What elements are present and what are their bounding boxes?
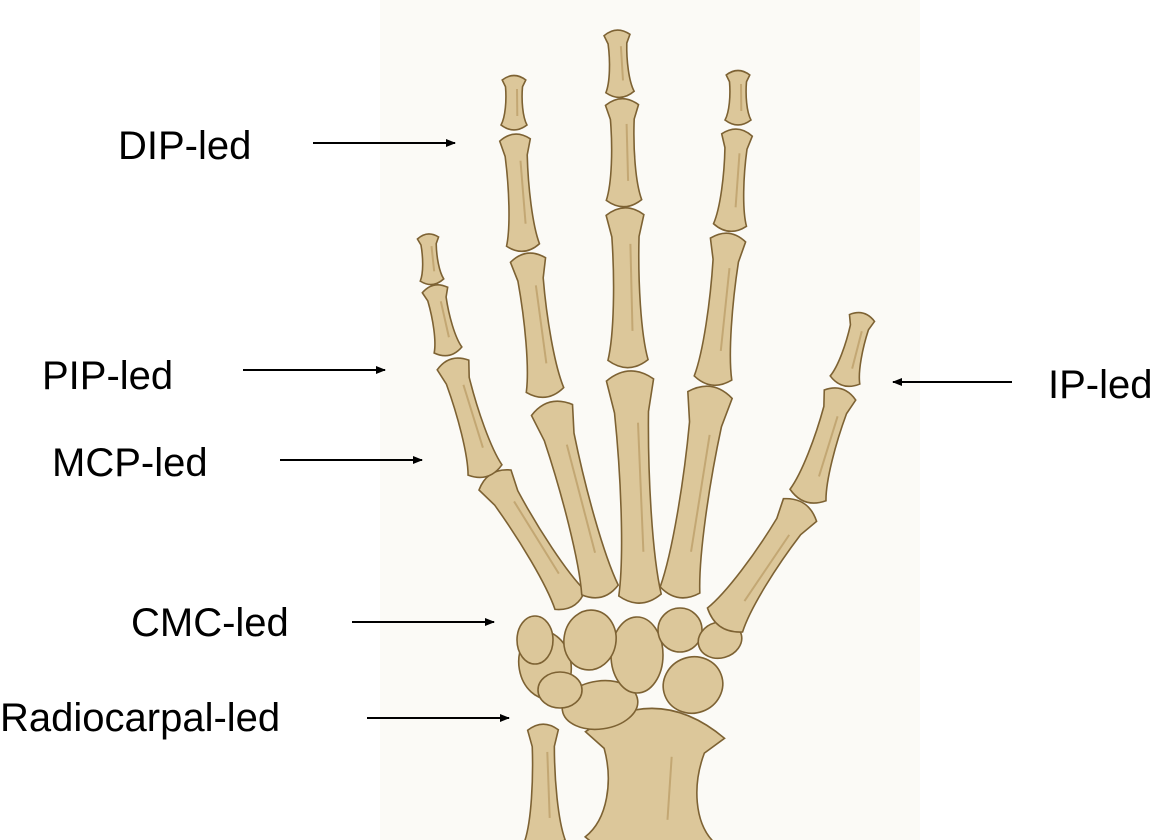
middle-phalanx-2	[714, 129, 753, 231]
distal-phalanx-2	[725, 71, 751, 125]
trapezoid-bone	[658, 608, 702, 652]
hand-bones	[417, 30, 874, 840]
distal-phalanx-3	[604, 30, 634, 97]
proximal-phalanx-4	[510, 253, 563, 397]
metacarpal-3	[606, 371, 661, 603]
capitate-bone	[611, 617, 663, 693]
pisiform-bone	[517, 616, 553, 664]
ulna-bone	[525, 724, 565, 840]
proximal-phalanx-3	[606, 208, 648, 368]
label-radiocarpal-joint: Radiocarpal-led	[0, 698, 280, 738]
proximal-phalanx-1	[790, 388, 856, 503]
label-mcp-joint: MCP-led	[52, 443, 208, 483]
distal-phalanx-1	[830, 313, 874, 387]
proximal-phalanx-5	[437, 358, 502, 477]
middle-phalanx-3	[605, 99, 641, 207]
metacarpal-2	[660, 386, 732, 598]
middle-phalanx-5	[422, 285, 462, 356]
label-cmc-joint: CMC-led	[131, 603, 289, 643]
distal-phalanx-5	[417, 234, 443, 285]
label-dip-joint: DIP-led	[118, 126, 251, 166]
label-pip-joint: PIP-led	[42, 356, 173, 396]
label-ip-joint: IP-led	[1048, 365, 1153, 405]
triquetrum-bone	[538, 672, 582, 708]
distal-phalanx-4	[501, 76, 527, 130]
proximal-phalanx-2	[694, 233, 745, 385]
metacarpal-1	[707, 499, 816, 632]
middle-phalanx-4	[500, 134, 540, 251]
